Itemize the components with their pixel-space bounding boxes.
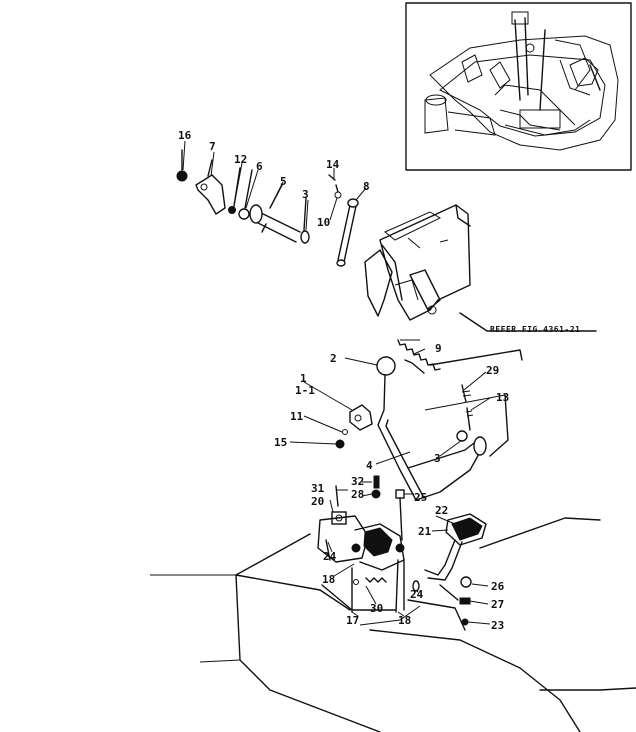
part-labels: 16 7 12 6 5 3 14 10 8 9 2 1 1-1 11 15 29… (178, 129, 509, 632)
part-label-31: 31 (311, 482, 325, 495)
part-label-11: 11 (290, 410, 304, 423)
part-label-14: 14 (326, 158, 340, 171)
machine-base (150, 517, 636, 732)
leader-lines (182, 140, 491, 625)
part-label-1-1: 1-1 (295, 384, 315, 397)
part-label-7: 7 (209, 140, 216, 153)
part-label-28: 28 (351, 488, 364, 501)
part-label-6: 6 (256, 160, 263, 173)
rod-assembly (328, 174, 359, 267)
part-label-15: 15 (274, 436, 287, 449)
adjuster-bolts (461, 384, 474, 431)
part-label-17: 17 (346, 614, 359, 627)
part-label-9: 9 (435, 342, 442, 355)
part-label-22: 22 (435, 504, 448, 517)
part-label-26: 26 (491, 580, 505, 593)
part-label-8: 8 (363, 180, 370, 193)
part-label-13: 13 (496, 391, 509, 404)
part-label-21: 21 (418, 525, 432, 538)
part-label-29: 29 (486, 364, 499, 377)
part-label-20: 20 (311, 495, 324, 508)
part-label-32: 32 (351, 475, 364, 488)
part-label-27: 27 (491, 598, 504, 611)
part-label-24a: 24 (323, 550, 337, 563)
part-label-4: 4 (366, 459, 373, 472)
bracket-1 (335, 404, 373, 449)
part-label-23: 23 (491, 619, 504, 632)
part-label-16: 16 (178, 129, 192, 142)
part-label-3b: 3 (434, 452, 441, 465)
pedal-assembly (317, 475, 487, 631)
reference-text: REFER FIG.4361-21 (490, 325, 580, 334)
part-label-12: 12 (234, 153, 247, 166)
part-label-18b: 18 (398, 614, 411, 627)
part-label-30: 30 (370, 602, 383, 615)
inset-overview (405, 2, 632, 171)
part-label-25: 25 (414, 491, 427, 504)
part-label-2: 2 (330, 352, 337, 365)
part-label-1: 1 (300, 372, 307, 385)
main-lever-rod (377, 349, 523, 501)
part-label-24b: 24 (410, 588, 424, 601)
spring-and-knob (376, 339, 441, 421)
part-label-10: 10 (317, 216, 330, 229)
part-label-5: 5 (280, 175, 287, 188)
part-label-18a: 18 (322, 573, 335, 586)
part-label-3: 3 (302, 188, 309, 201)
control-valve-block (364, 204, 597, 332)
